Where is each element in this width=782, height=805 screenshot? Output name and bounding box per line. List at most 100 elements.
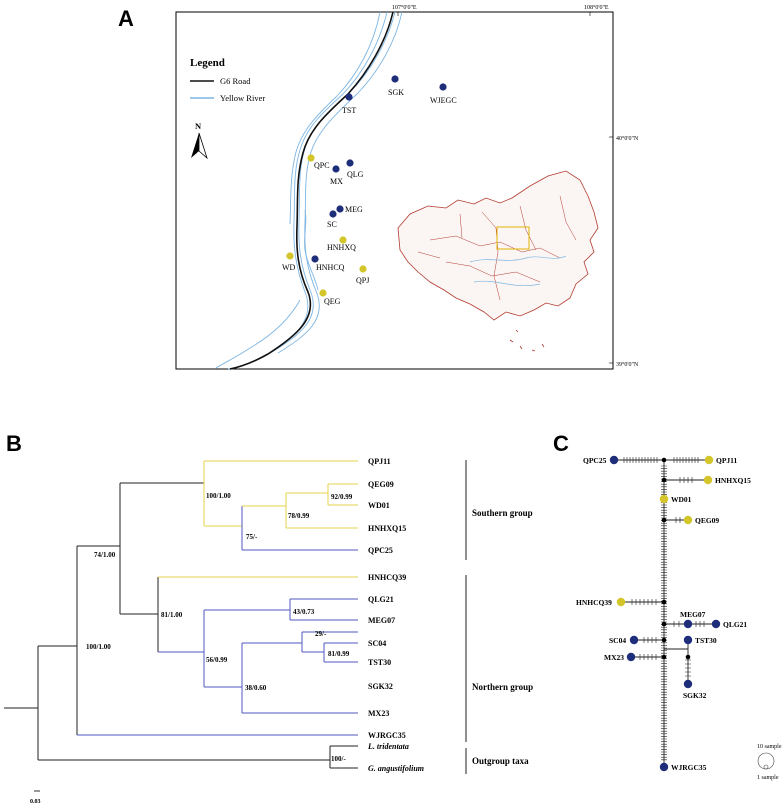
hap-sgk32-label: SGK32 [683,691,707,700]
hap-meg07-node [683,619,693,629]
site-tst-marker [345,93,353,101]
hap-qlg21-label: QLG21 [723,620,747,629]
hap-wd01-node [659,494,669,504]
tip-hnhcq39: HNHCQ39 [368,573,406,582]
legend-yellow-river: Yellow River [220,93,265,103]
tip-meg07: MEG07 [368,616,395,625]
network-size-legend: 10 sample 1 sample [757,744,782,781]
tip-wd01: WD01 [368,501,390,510]
support-n9: 29/- [315,630,327,638]
tip-mx23: MX23 [368,709,389,718]
site-sc-marker [329,210,337,218]
phylogenetic-tree [4,460,358,769]
site-qlg-label: QLG [347,170,364,179]
hap-hnhcq39-node [616,597,626,607]
support-n1: 100/1.00 [206,492,231,500]
tip-sc04: SC04 [368,639,386,648]
site-qpc-label: QPC [314,161,330,170]
support-n12: 100/1.00 [86,643,111,651]
coord-40n: 40°0'0"N [616,135,639,142]
site-tst-label: TST [342,106,356,115]
site-qeg-marker [319,289,327,297]
hap-meg07-label: MEG07 [680,610,706,619]
hap-hnhcq39-label: HNHCQ39 [576,598,612,607]
coord-108e: 108°0'0"E [584,4,609,11]
tip-g-angustifolium: G. angustifolium [368,764,424,773]
tip-sgk32: SGK32 [368,682,393,691]
site-qeg-label: QEG [324,297,341,306]
hap-sgk32-node [683,679,693,689]
hap-qpj11-label: QPJ11 [716,456,738,465]
map-legend-title: Legend [190,57,225,69]
site-sgk-marker [391,75,399,83]
hap-qeg09-node [683,515,693,525]
site-sc-label: SC [327,220,337,229]
tip-wjrgc35: WJRGC35 [368,731,406,740]
support-n5: 74/1.00 [94,551,116,559]
hap-hnhxq15-label: HNHXQ15 [715,476,751,485]
hap-wjrgc35-node [659,762,669,772]
sampling-sites: SGK WJEGC TST QPC MX QLG MEG SC HNHXQ WD… [282,75,457,306]
support-n13: 100/- [331,755,346,763]
tip-qpj11: QPJ11 [368,457,391,466]
haplotype-network: QPC25 QPJ11 HNHXQ15 WD01 QEG09 HNHCQ39 M… [576,455,751,772]
study-area-box [496,226,530,250]
hap-sc04-label: SC04 [609,636,626,645]
site-sgk-label: SGK [388,88,404,97]
hap-tst30-node [683,635,693,645]
group-outgroup: Outgroup taxa [472,756,529,766]
size-legend-small: 1 sample [757,775,779,781]
hap-qpc25-label: QPC25 [583,456,607,465]
hap-wd01-label: WD01 [671,495,692,504]
coord-39n: 39°0'0"N [616,361,639,368]
support-n10: 81/0.99 [328,650,350,658]
legend-g6-road: G6 Road [220,76,251,86]
site-qlg-marker [346,159,354,167]
site-mx-marker [332,165,340,173]
china-inset-map [397,170,599,352]
site-hnhxq-marker [339,236,347,244]
hap-qpj11-node [704,455,714,465]
site-qpj-marker [359,265,367,273]
tip-qeg09: QEG09 [368,480,394,489]
support-n6: 81/1.00 [161,611,183,619]
coord-107e: 107°0'0"E [392,4,417,11]
support-n11: 38/0.60 [245,684,267,692]
support-n3: 78/0.99 [288,512,310,520]
hap-qpc25-node [609,455,619,465]
site-wd-label: WD [282,263,296,272]
group-southern: Southern group [472,508,533,518]
site-meg-label: MEG [345,205,363,214]
size-legend-large: 10 sample [757,744,782,750]
hap-qlg21-node [711,619,721,629]
site-wjegc-label: WJEGC [430,96,457,105]
hap-sc04-node [629,635,639,645]
site-wd-marker [286,252,294,260]
hap-hnhxq15-node [703,475,713,485]
support-n4: 75/- [246,533,258,541]
tree-tip-labels: QPJ11 QEG09 WD01 HNHXQ15 QPC25 HNHCQ39 Q… [367,457,424,773]
group-brackets: Southern group Northern group Outgroup t… [465,460,533,774]
support-n7: 43/0.73 [293,608,315,616]
hap-tst30-label: TST30 [695,636,717,645]
north-label: N [195,121,202,131]
site-qpc-marker [307,154,315,162]
tree-support-values: 100/1.00 92/0.99 78/0.99 75/- 74/1.00 81… [86,492,353,763]
site-mx-label: MX [330,177,343,186]
tip-l-tridentata: L. tridentata [367,742,409,751]
site-hnhxq-label: HNHXQ [327,243,356,252]
support-n8: 56/0.99 [206,656,228,664]
hap-wjrgc35-label: WJRGC35 [671,763,707,772]
site-meg-marker [336,205,344,213]
panel-a-letter: A [118,6,134,31]
group-northern: Northern group [472,682,533,692]
site-wjegc-marker [439,83,447,91]
site-qpj-label: QPJ [356,276,369,285]
tip-qlg21: QLG21 [368,595,394,604]
panel-b-letter: B [6,431,22,456]
site-hnhcq-marker [311,255,319,263]
tip-qpc25: QPC25 [368,546,393,555]
hap-mx23-label: MX23 [604,653,624,662]
tree-scale-label: 0.03 [30,799,41,805]
